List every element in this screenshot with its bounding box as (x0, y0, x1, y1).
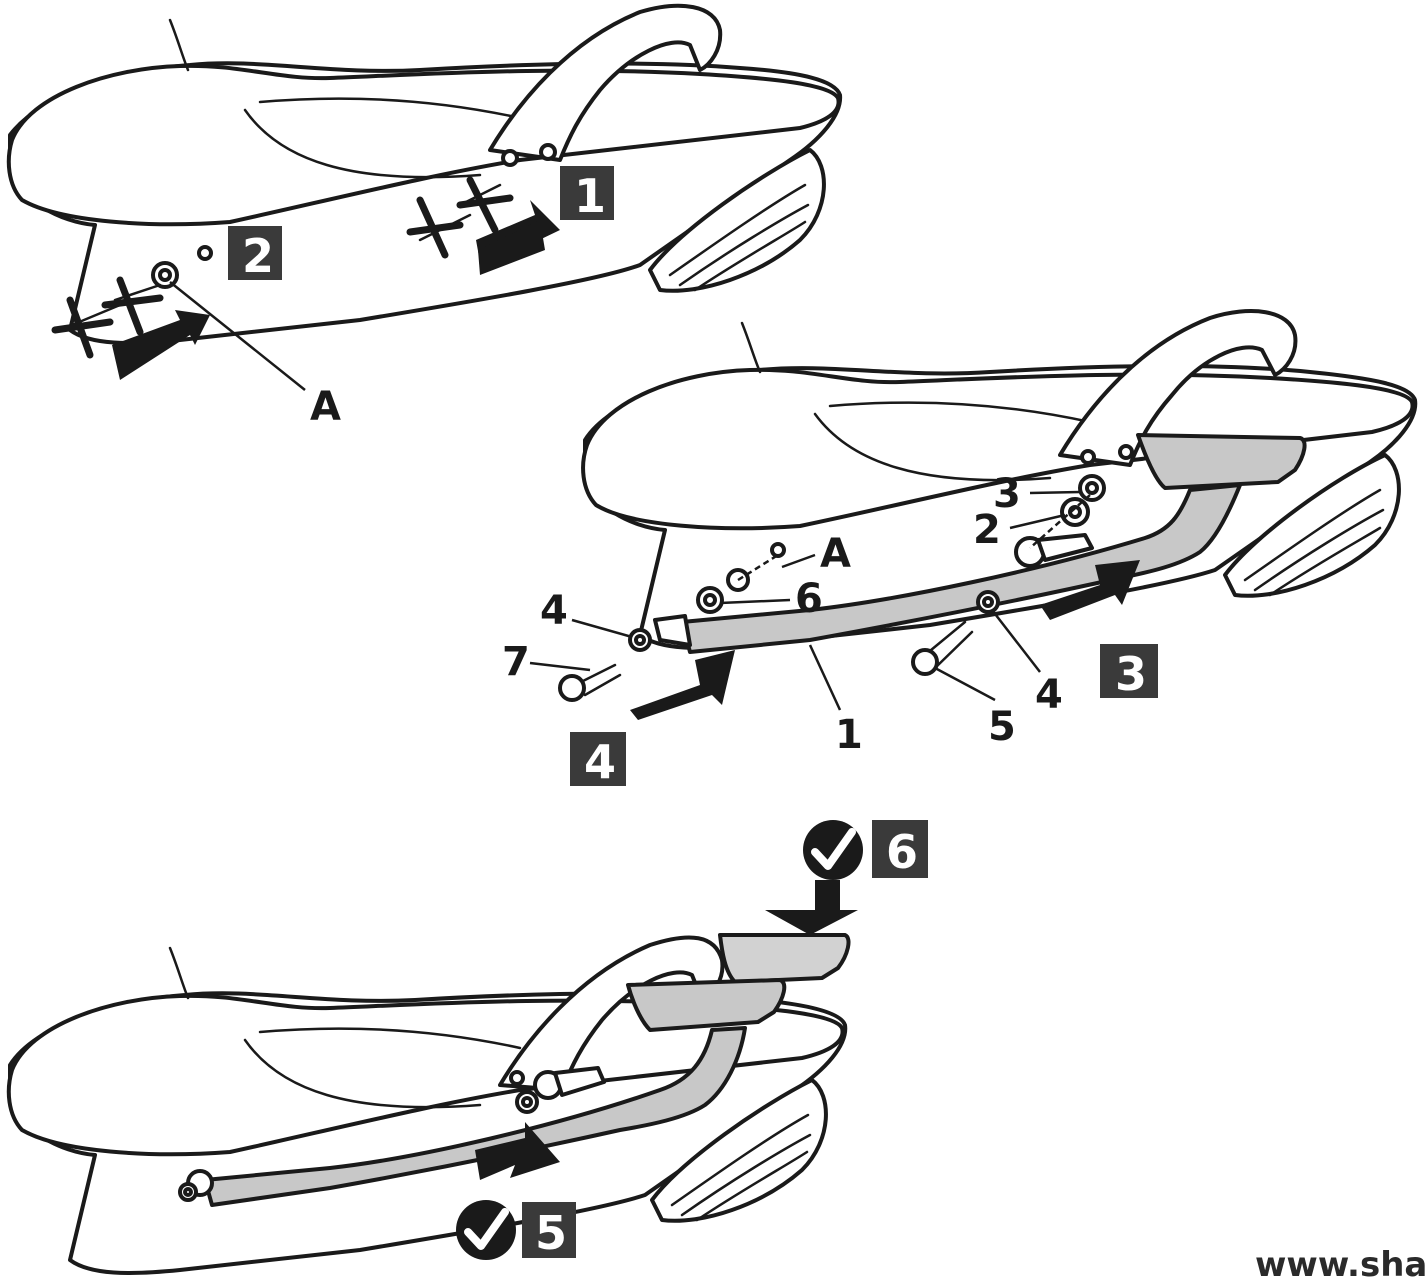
taillight-mid (1223, 453, 1401, 598)
step-badge (560, 166, 614, 220)
side-bar-tab (653, 614, 692, 647)
arrow-icon (112, 310, 210, 380)
label-2: 2 (973, 507, 1001, 553)
taillight-bottom (650, 1078, 828, 1223)
website-url: www.shad. (1255, 1245, 1427, 1283)
cross-icon (406, 176, 514, 259)
step-badge (1100, 644, 1158, 698)
label-3: 3 (993, 471, 1021, 517)
step-1-label: 1 (574, 169, 606, 223)
seat-mid (581, 367, 1415, 531)
top-plate-upper (718, 933, 851, 984)
arrow-icon (765, 880, 858, 935)
mount-hole (1080, 449, 1096, 465)
mount-hole (539, 143, 557, 161)
arrow-icon (475, 1122, 560, 1180)
screw (923, 620, 974, 670)
step-2-label: 2 (242, 229, 274, 283)
cross-icon (51, 276, 164, 359)
label-1: 1 (835, 712, 863, 758)
screw-head (911, 648, 939, 676)
mount-hole (509, 1070, 525, 1086)
step-3-label: 3 (1115, 647, 1147, 701)
grab-handle-top (488, 3, 723, 162)
label-7: 7 (502, 639, 530, 685)
step-6-label: 6 (886, 825, 918, 879)
step-badge (228, 226, 282, 280)
panel-installation: 3 2 A 6 4 7 1 4 5 3 4 (502, 309, 1418, 789)
top-plate-lower (626, 978, 787, 1032)
seat-bottom (6, 993, 845, 1157)
arrow-icon (1040, 560, 1140, 620)
step-badge (522, 1202, 576, 1258)
step-badge (570, 732, 626, 786)
mount-hole (770, 542, 786, 558)
arrow-icon (478, 220, 545, 275)
screw-head (558, 674, 586, 702)
step-5-label: 5 (535, 1206, 567, 1260)
seat-top (6, 63, 841, 227)
check-circle-icon (803, 820, 863, 880)
label-4-right: 4 (1035, 672, 1063, 718)
label-4-left: 4 (540, 588, 568, 634)
label-6: 6 (795, 576, 823, 622)
arrow-icon (630, 650, 735, 720)
panel-removal: A 1 2 (6, 3, 843, 430)
taillight-top (648, 148, 826, 293)
grab-handle-mid (1058, 309, 1298, 467)
step-4-label: 4 (584, 735, 616, 789)
top-plate-mid (1136, 433, 1307, 490)
step-badge (872, 820, 928, 878)
label-a-top: A (310, 384, 341, 430)
label-5: 5 (988, 704, 1016, 750)
label-a-mid: A (820, 531, 851, 577)
panel-final-tightening: 6 5 (6, 820, 928, 1275)
check-circle-icon (456, 1200, 516, 1260)
mount-hole (1118, 444, 1134, 460)
mount-hole (501, 149, 519, 167)
mount-hole (197, 245, 213, 261)
